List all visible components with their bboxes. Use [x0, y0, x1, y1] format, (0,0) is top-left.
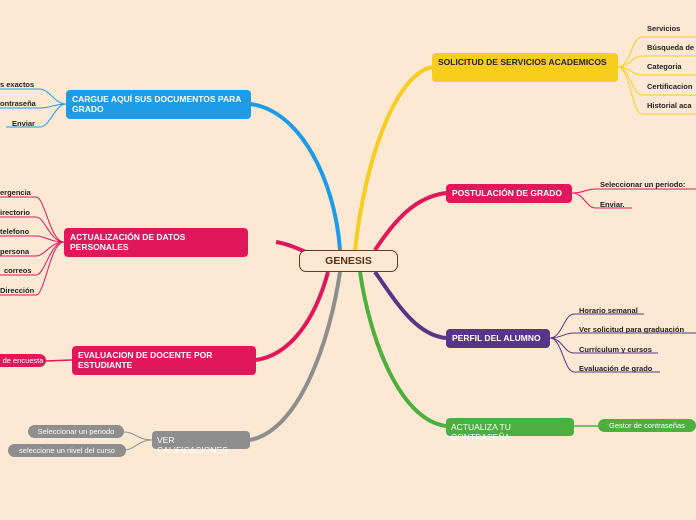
leaf-documentos-exactos[interactable]: s exactos	[0, 80, 35, 89]
branch-cargue-documentos[interactable]: CARGUE AQUÍ SUS DOCUMENTOS PARA GRADO	[66, 90, 251, 119]
leaf-postulacion-enviar[interactable]: Enviar.	[600, 200, 625, 209]
leaf-datos-telefono[interactable]: telefono	[0, 227, 30, 236]
link-center-documentos	[249, 102, 342, 251]
link-evaluacion-leaf	[45, 359, 73, 362]
leaf-solicitud-busqueda[interactable]: Búsqueda de	[647, 43, 695, 52]
leaf-perfil-curriculum[interactable]: Currículum y cursos	[579, 345, 652, 354]
leaf-solicitud-historial[interactable]: Historial aca	[647, 101, 692, 110]
leaf-documentos-contrasena[interactable]: ontraseña	[0, 99, 36, 108]
leaf-perfil-evaluacion-grado[interactable]: Evaluación de grado	[579, 364, 653, 373]
branch-actualiza-contrasena[interactable]: ACTUALIZA TU CONTRASEÑA	[446, 418, 574, 442]
leaf-datos-emergencia[interactable]: ergencia	[0, 188, 31, 197]
links-perfil-leaves	[549, 313, 696, 373]
leaf-documentos-enviar[interactable]: Enviar	[12, 119, 35, 128]
leaf-gestor-contrasenas[interactable]: Gestor de contraseñas	[598, 419, 696, 432]
links-postulacion-leaves	[571, 188, 696, 209]
leaf-solicitud-certificacion[interactable]: Certificacion	[647, 82, 693, 91]
link-center-calificaciones	[249, 271, 342, 442]
leaf-perfil-solicitud-graduacion[interactable]: Ver solicitud para graduación	[579, 325, 685, 334]
link-center-postulacion	[373, 191, 447, 252]
branch-perfil-alumno[interactable]: PERFIL DEL ALUMNO	[446, 329, 550, 348]
links-documentos-leaves	[0, 88, 67, 128]
leaf-solicitud-categoria[interactable]: Categoria	[647, 62, 682, 71]
leaf-postulacion-periodo[interactable]: Seleccionar un periodo:	[600, 180, 686, 189]
leaf-evaluacion-encuesta[interactable]: de encuesta	[0, 354, 46, 367]
leaf-calificaciones-nivel[interactable]: seleccione un nivel del curso	[8, 444, 126, 457]
leaf-datos-direccion[interactable]: Dirección	[0, 286, 35, 295]
leaf-datos-persona[interactable]: persona	[0, 247, 30, 256]
link-center-perfil	[373, 270, 447, 340]
leaf-solicitud-servicios[interactable]: Servicios	[647, 24, 681, 33]
branch-actualizacion-datos[interactable]: ACTUALIZACIÓN DE DATOS PERSONALES	[64, 228, 248, 257]
leaf-datos-directorio[interactable]: irectorio	[0, 208, 31, 217]
link-center-contrasena	[358, 271, 447, 428]
branch-solicitud-servicios[interactable]: SOLICITUD DE SERVICIOS ACADEMICOS	[432, 53, 618, 82]
link-center-evaluacion	[255, 271, 330, 362]
link-center-solicitud	[353, 65, 433, 251]
leaf-calificaciones-periodo[interactable]: Seleccionar un periodo	[28, 425, 124, 438]
leaf-datos-correos[interactable]: correos	[4, 266, 32, 275]
leaf-perfil-horario[interactable]: Horario semanal	[579, 306, 638, 315]
branch-postulacion-grado[interactable]: POSTULACIÓN DE GRADO	[446, 184, 572, 203]
links-datos-leaves	[0, 196, 65, 296]
links-calificaciones-leaves	[123, 431, 153, 451]
center-node-genesis[interactable]: GENESIS	[299, 250, 398, 272]
branch-evaluacion-docente[interactable]: EVALUACION DE DOCENTE POR ESTUDIANTE	[72, 346, 256, 375]
branch-ver-calificaciones[interactable]: VER CALIFICACIONES	[152, 431, 250, 455]
links-solicitud-leaves	[617, 36, 696, 115]
